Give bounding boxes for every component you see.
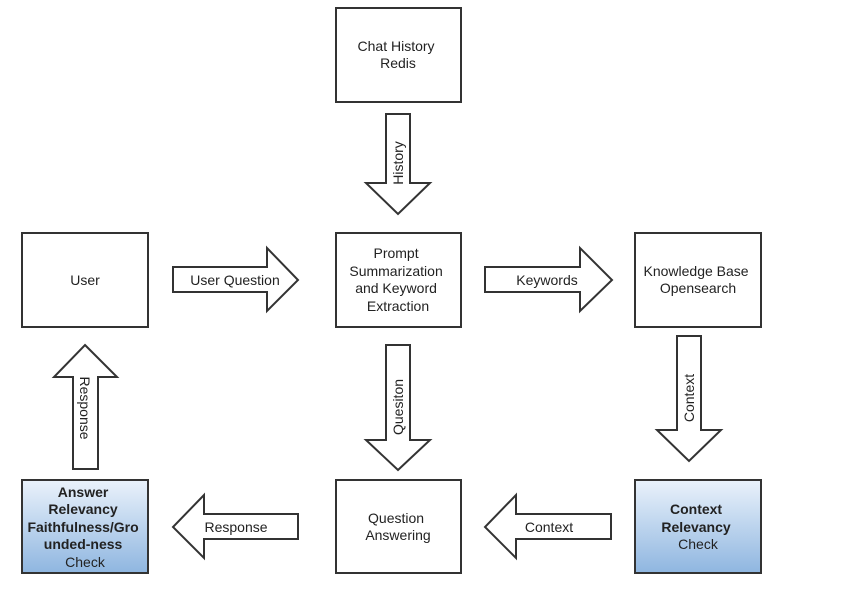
user-label: User [70,272,100,288]
keywords-arrow: Keywords [484,245,614,314]
context-left-arrow-label: Context [525,519,573,535]
answer-check-node: Answer Relevancy Faithfulness/Gro unded-… [21,479,149,574]
response-up-arrow: Response [51,343,120,470]
history-arrow-label: History [390,141,406,185]
context-check-node: Context Relevancy Check [634,479,762,574]
history-arrow: History [363,113,433,216]
user-node: User [21,232,149,328]
prompt-node: Prompt Summarization and Keyword Extract… [335,232,462,328]
response-left-arrow: Response [171,492,299,561]
prompt-label: Prompt Summarization and Keyword Extract… [349,245,446,314]
context-down-arrow: Context [654,335,724,463]
response-left-arrow-label: Response [204,519,267,535]
question-answering-node: Question Answering [335,479,462,574]
knowledge-base-label: Knowledge Base Opensearch [644,263,753,296]
context-down-arrow-label: Context [681,374,697,422]
context-left-arrow: Context [483,492,612,561]
user-question-arrow-label: User Question [190,272,279,288]
user-question-arrow: User Question [172,245,300,314]
keywords-arrow-label: Keywords [516,272,577,288]
question-answering-label: Question Answering [365,510,430,543]
answer-check-label: Answer Relevancy Faithfulness/Gro unded-… [27,484,142,570]
knowledge-base-node: Knowledge Base Opensearch [634,232,762,328]
question-arrow: Quesiton [363,344,433,472]
context-check-label: Context Relevancy Check [661,501,734,552]
chat-history-node: Chat History Redis [335,7,462,103]
chat-history-label: Chat History Redis [358,38,439,71]
question-arrow-label: Quesiton [390,379,406,435]
response-up-arrow-label: Response [77,376,93,439]
